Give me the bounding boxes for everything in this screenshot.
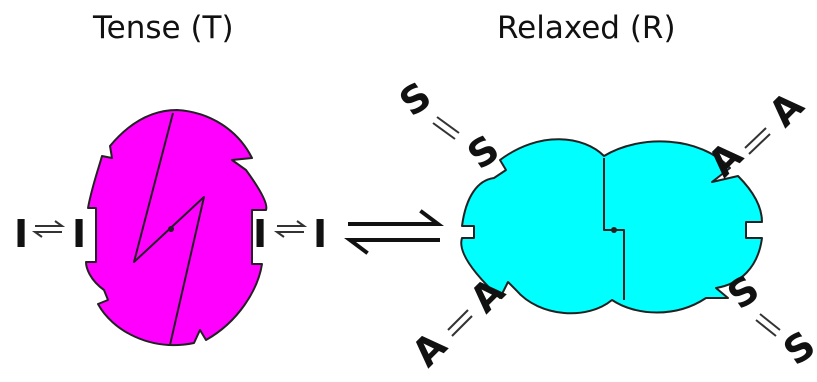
equilibrium-arrows-substrate-top [432,116,460,140]
substrate-label-top-left-bound: S [460,126,508,178]
relaxed-enzyme-body [460,138,763,315]
equilibrium-arrows-substrate-bottom [755,313,781,337]
substrate-equilibrium-bottom-right: S S [720,266,817,374]
substrate-equilibrium-top-left: S S [392,73,508,178]
inhibitor-label-right-bound: I [253,212,267,256]
inhibitor-label-right-free: I [313,212,327,256]
relaxed-state-title: Relaxed (R) [497,10,676,46]
tense-enzyme [85,109,268,346]
activator-equilibrium-bottom-left: A A [403,269,513,375]
substrate-label-bottom-right-free: S [776,322,817,374]
inhibitor-equilibrium-right: I I [253,212,327,256]
inhibitor-label-left-free: I [14,212,28,256]
tense-center-dot [168,226,174,232]
equilibrium-arrows-left [31,220,66,238]
equilibrium-arrows-activator-top [744,127,771,155]
tense-state-title: Tense (T) [93,10,234,46]
tense-enzyme-body [85,109,268,346]
relaxed-center-dot [611,227,617,233]
inhibitor-equilibrium-left: I I [14,212,86,256]
equilibrium-arrows-right [273,220,308,238]
activator-equilibrium-top-right: A A [699,83,812,185]
relaxed-enzyme [460,138,763,315]
inhibitor-label-left-bound: I [72,212,86,256]
substrate-label-top-left-free: S [392,73,440,125]
activator-label-top-right-free: A [760,83,812,135]
activator-label-bottom-left-free: A [403,323,455,375]
state-equilibrium-arrows [344,209,444,255]
equilibrium-arrows-activator-bottom [447,309,473,337]
